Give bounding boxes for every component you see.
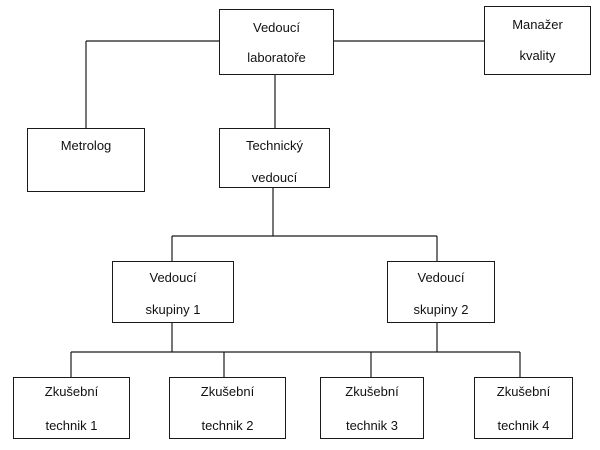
node-metrologist: Metrolog: [27, 128, 145, 192]
node-technician-1: Zkušební technik 1: [13, 377, 130, 439]
node-technician-4: Zkušební technik 4: [474, 377, 573, 439]
node-head-of-lab: Vedoucí laboratoře: [219, 9, 334, 75]
node-group-head-2: Vedoucí skupiny 2: [387, 261, 495, 323]
node-metrologist-line1: Metrolog: [60, 138, 112, 153]
node-group-head-2-line2: skupiny 2: [413, 302, 469, 317]
node-group-head-1: Vedoucí skupiny 1: [112, 261, 234, 323]
node-technician-3-line1: Zkušební: [345, 384, 399, 399]
node-quality-manager-line2: kvality: [519, 48, 556, 63]
node-head-of-lab-line1: Vedoucí: [253, 20, 300, 35]
node-technician-2-line2: technik 2: [201, 418, 254, 433]
node-technician-4-line1: Zkušební: [496, 384, 551, 399]
node-quality-manager-line1: Manažer: [512, 17, 563, 32]
node-technician-1-line2: technik 1: [45, 418, 98, 433]
node-technician-2: Zkušební technik 2: [169, 377, 286, 439]
node-group-head-1-line1: Vedoucí: [149, 270, 197, 285]
node-technician-3: Zkušební technik 3: [320, 377, 424, 439]
node-technician-4-line2: technik 4: [497, 418, 550, 433]
node-group-head-2-line1: Vedoucí: [417, 270, 465, 285]
node-technical-head-line2: vedoucí: [251, 170, 298, 185]
node-technician-3-line2: technik 3: [345, 418, 399, 433]
node-quality-manager: Manažer kvality: [484, 6, 591, 75]
node-technician-2-line1: Zkušební: [200, 384, 255, 399]
node-technician-1-line1: Zkušební: [44, 384, 99, 399]
node-technical-head: Technický vedoucí: [219, 128, 330, 188]
node-group-head-1-line2: skupiny 1: [145, 302, 201, 317]
node-head-of-lab-line2: laboratoře: [247, 50, 306, 65]
node-technical-head-line1: Technický: [245, 138, 304, 153]
